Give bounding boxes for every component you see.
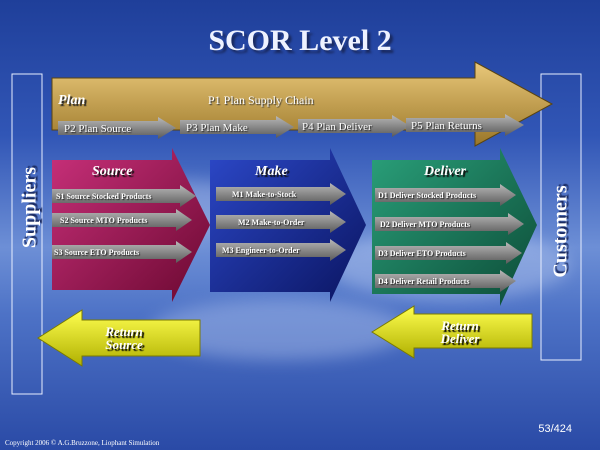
slide-number: 53/424 — [538, 423, 572, 435]
return-deliver-line2: Deliver — [440, 331, 480, 346]
make-item-m2: M2 Make-to-Order — [238, 218, 305, 227]
page-title: SCOR Level 2 — [208, 24, 392, 57]
source-item-arrow — [52, 209, 192, 231]
source-item-s2: S2 Source MTO Products — [60, 216, 148, 225]
plan-source-arrow — [58, 117, 176, 139]
copyright: Copyright 2006 © A.G.Bruzzone, Liophant … — [5, 439, 160, 447]
make-item-arrow — [216, 211, 346, 233]
plan-returns-label: P5 Plan Returns — [411, 120, 482, 132]
deliver-item-arrow — [375, 184, 516, 206]
plan-deliver-arrow — [298, 115, 410, 137]
plan-p1-label: P1 Plan Supply Chain — [208, 93, 314, 107]
customers-frame — [540, 73, 582, 361]
source-item-s1: S1 Source Stocked Products — [56, 192, 152, 201]
make-label: Make — [255, 164, 288, 179]
deliver-item-arrow — [375, 270, 516, 292]
plan-make-arrow — [180, 116, 294, 138]
suppliers-frame — [11, 73, 43, 395]
deliver-item-d4: D4 Deliver Retail Products — [378, 277, 470, 286]
deliver-item-d3: D3 Deliver ETO Products — [378, 249, 466, 258]
plan-label: Plan — [58, 93, 86, 108]
make-item-arrow — [216, 239, 346, 261]
deliver-item-arrow — [375, 242, 522, 264]
make-item-m3: M3 Engineer-to-Order — [222, 246, 300, 255]
plan-deliver-label: P4 Plan Deliver — [302, 121, 372, 133]
plan-returns-arrow — [406, 114, 524, 136]
return-deliver-label: Return Deliver — [420, 319, 500, 345]
return-deliver-arrow — [371, 305, 533, 359]
customers-label: Customers — [549, 185, 572, 278]
source-item-s3: S3 Source ETO Products — [54, 248, 140, 257]
suppliers-label: Suppliers — [18, 166, 41, 249]
make-item-m1: M1 Make-to-Stock — [232, 190, 297, 199]
plan-source-label: P2 Plan Source — [64, 123, 132, 135]
deliver-item-d1: D1 Deliver Stocked Products — [378, 191, 477, 200]
return-source-label: Return Source — [86, 325, 162, 351]
return-deliver-line1: Return — [441, 318, 479, 333]
return-source-line1: Return — [105, 324, 143, 339]
deliver-label: Deliver — [424, 164, 466, 179]
deliver-item-arrow — [375, 213, 524, 235]
plan-make-label: P3 Plan Make — [186, 122, 248, 134]
source-item-arrow — [52, 185, 196, 207]
return-source-arrow — [37, 309, 201, 367]
deliver-item-d2: D2 Deliver MTO Products — [380, 220, 470, 229]
return-source-line2: Source — [105, 337, 143, 352]
source-item-arrow — [52, 241, 192, 263]
make-item-arrow — [216, 183, 346, 205]
source-label: Source — [92, 164, 133, 179]
